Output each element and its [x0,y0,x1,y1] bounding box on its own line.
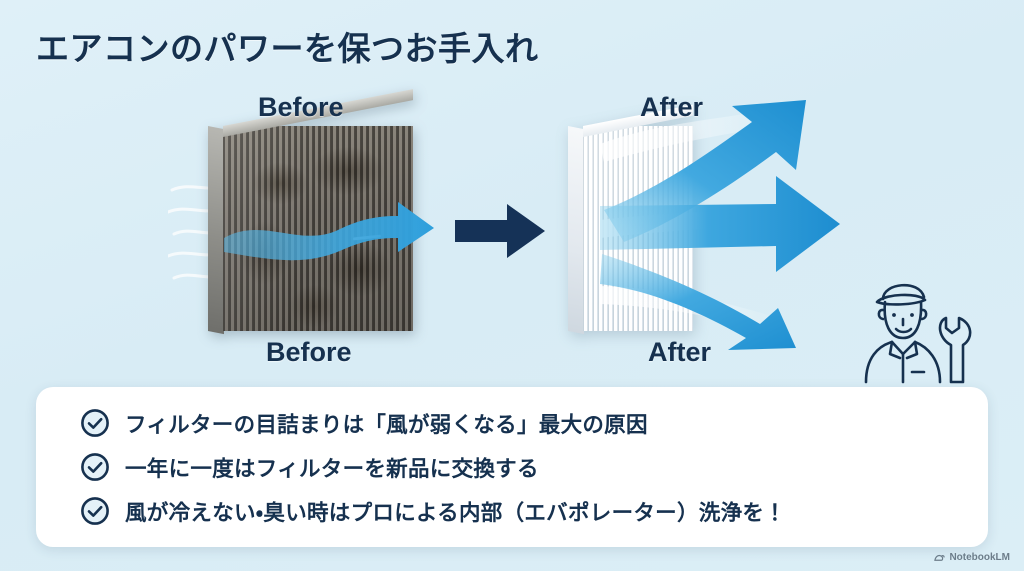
label-after-bottom: After [648,337,712,367]
dirty-filter-image [208,89,413,335]
list-item-label: 一年に一度はフィルターを新品に交換する [125,456,539,481]
notebooklm-icon [934,554,946,561]
filter-side-face [568,126,584,335]
list-item: フィルターの目詰まりは「風が弱くなる」最大の原因 [80,401,988,445]
strong-airflow-arrows-icon [600,100,840,350]
technician-with-wrench-icon [864,283,972,384]
key-points-card: フィルターの目詰まりは「風が弱くなる」最大の原因 一年に一度はフィルターを新品に… [36,387,988,547]
transition-right-arrow-icon [455,204,545,258]
list-item-label: フィルターの目詰まりは「風が弱くなる」最大の原因 [125,412,648,437]
label-before-bottom: Before [266,337,352,367]
label-before-top: Before [258,92,344,122]
list-item: 一年に一度はフィルターを新品に交換する [80,445,988,489]
check-circle-icon [81,453,109,481]
watermark: NotebookLM [934,552,1010,563]
check-circle-icon [81,409,109,437]
weak-airflow-arrow-icon [224,202,434,261]
list-item: 風が冷えない・臭い時はプロによる内部（エバポレーター）洗浄を！ [80,489,988,533]
page-title: エアコンのパワーを保つお手入れ [36,30,539,67]
label-after-top: After [640,92,704,122]
list-item-label: 風が冷えない・臭い時はプロによる内部（エバポレーター）洗浄を！ [125,500,786,525]
filter-front-face [223,126,413,331]
check-circle-icon [81,497,109,525]
watermark-label: NotebookLM [949,552,1010,563]
